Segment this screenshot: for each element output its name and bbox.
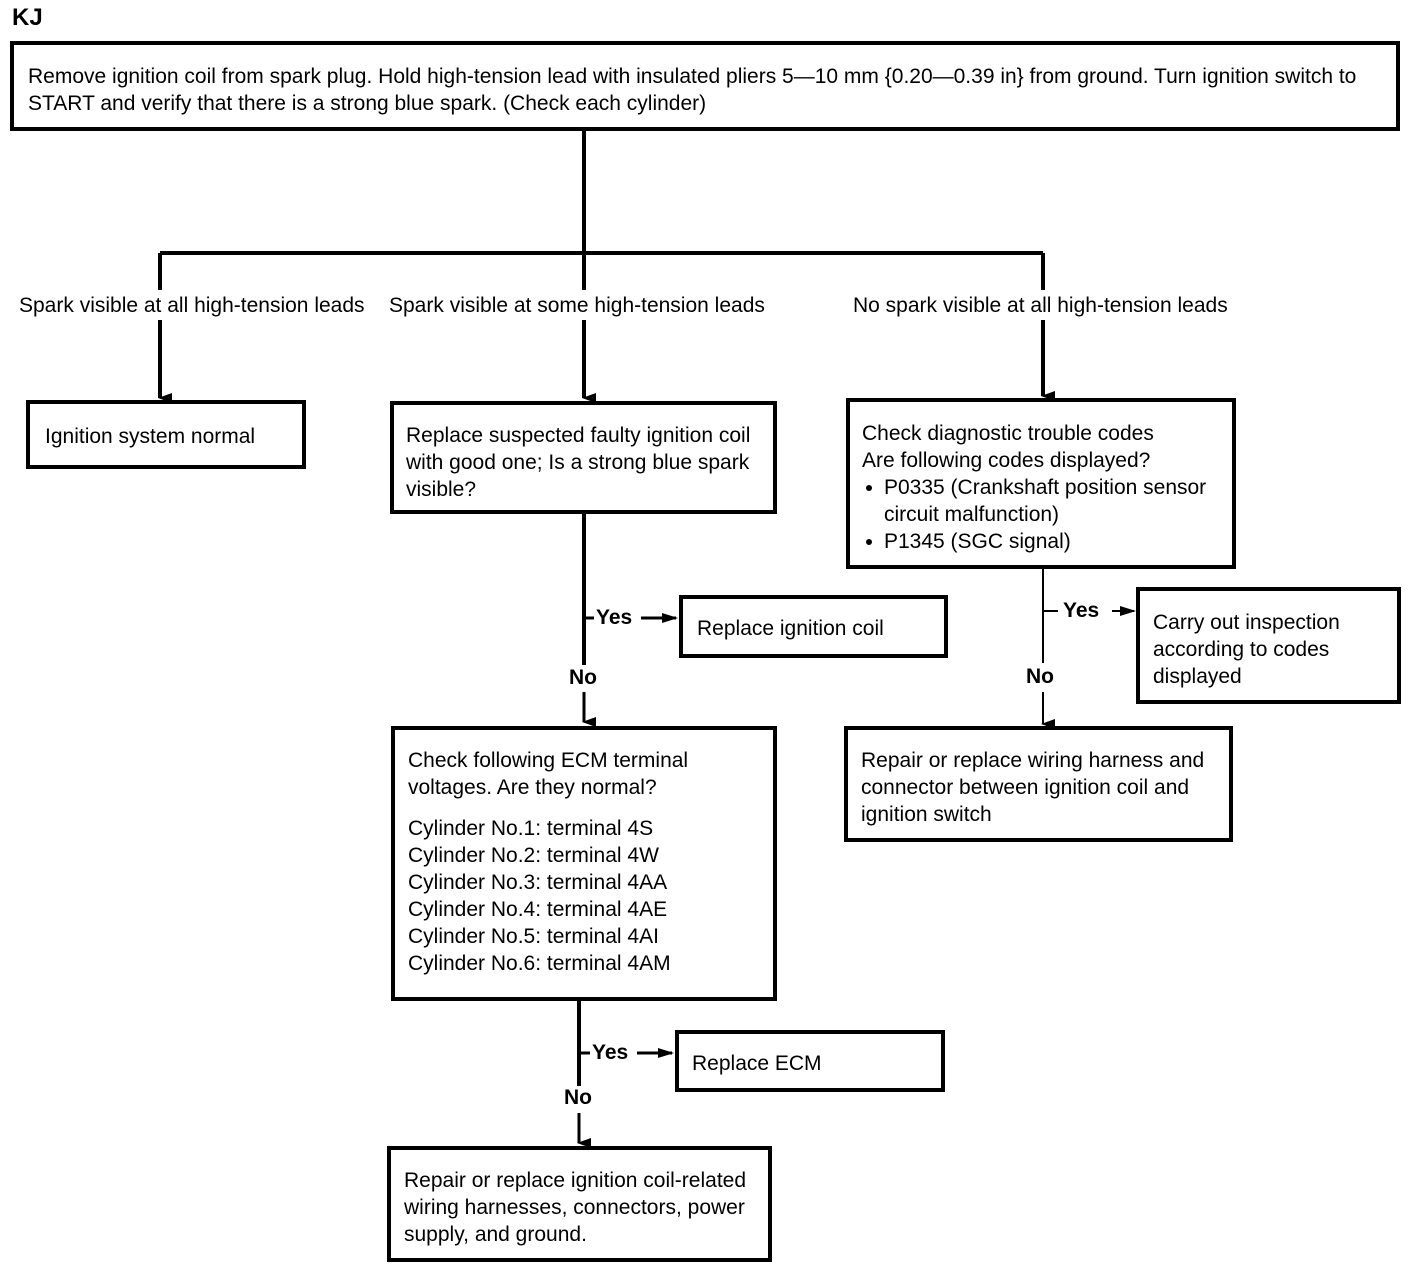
check-dtc-line1: Check diagnostic trouble codes — [862, 422, 1154, 445]
replace-ignition-coil-box: Replace ignition coil — [679, 595, 948, 658]
repair-coil-related-box: Repair or replace ignition coil-related … — [387, 1146, 772, 1262]
dtc-code-item: P0335 (Crankshaft position sensor circui… — [862, 474, 1220, 528]
cylinder-terminal-line: Cylinder No.1: terminal 4S — [408, 817, 654, 840]
no-label-dtc: No — [1024, 665, 1056, 689]
branch-label-all-spark: Spark visible at all high-tension leads — [19, 294, 365, 317]
ignition-normal-text: Ignition system normal — [45, 425, 256, 448]
replace-ecm-text: Replace ECM — [692, 1052, 822, 1075]
check-ecm-voltage-box: Check following ECM terminal voltages. A… — [391, 726, 777, 1001]
ignition-normal-box: Ignition system normal — [26, 400, 306, 469]
repair-coil-related-text: Repair or replace ignition coil-related … — [404, 1169, 747, 1246]
dtc-code-item: P1345 (SGC signal) — [862, 528, 1220, 555]
cylinder-terminal-line: Cylinder No.5: terminal 4AI — [408, 925, 659, 948]
cylinder-terminal-line: Cylinder No.4: terminal 4AE — [408, 898, 668, 921]
replace-ignition-coil-text: Replace ignition coil — [697, 617, 884, 640]
replace-ecm-box: Replace ECM — [675, 1030, 945, 1092]
replace-suspected-coil-box: Replace suspected faulty ignition coil w… — [390, 401, 777, 514]
start-step-box: Remove ignition coil from spark plug. Ho… — [10, 41, 1400, 131]
repair-harness-switch-text: Repair or replace wiring harness and con… — [861, 749, 1205, 826]
check-dtc-box: Check diagnostic trouble codes Are follo… — [846, 398, 1236, 569]
cylinder-terminal-line: Cylinder No.3: terminal 4AA — [408, 871, 668, 894]
branch-label-no-spark: No spark visible at all high-tension lea… — [853, 294, 1228, 317]
diagram-title: KJ — [12, 4, 43, 31]
no-label-replace-coil: No — [567, 666, 599, 690]
check-dtc-line2: Are following codes displayed? — [862, 449, 1151, 472]
start-step-text: Remove ignition coil from spark plug. Ho… — [28, 65, 1357, 115]
dtc-code-list: P0335 (Crankshaft position sensor circui… — [862, 474, 1220, 555]
no-label-ecm: No — [562, 1086, 594, 1110]
carry-out-inspection-box: Carry out inspection according to codes … — [1136, 587, 1401, 704]
cylinder-terminal-line: Cylinder No.6: terminal 4AM — [408, 952, 671, 975]
yes-label-dtc: Yes — [1061, 599, 1102, 623]
carry-out-inspection-text: Carry out inspection according to codes … — [1153, 611, 1340, 688]
cylinder-terminal-line: Cylinder No.2: terminal 4W — [408, 844, 659, 867]
branch-label-some-spark: Spark visible at some high-tension leads — [389, 294, 765, 317]
check-ecm-question: Check following ECM terminal voltages. A… — [408, 749, 689, 799]
yes-label-ecm: Yes — [590, 1041, 631, 1065]
yes-label-replace-coil: Yes — [594, 606, 635, 630]
repair-harness-switch-box: Repair or replace wiring harness and con… — [844, 726, 1233, 842]
replace-suspected-coil-text: Replace suspected faulty ignition coil w… — [406, 424, 751, 501]
